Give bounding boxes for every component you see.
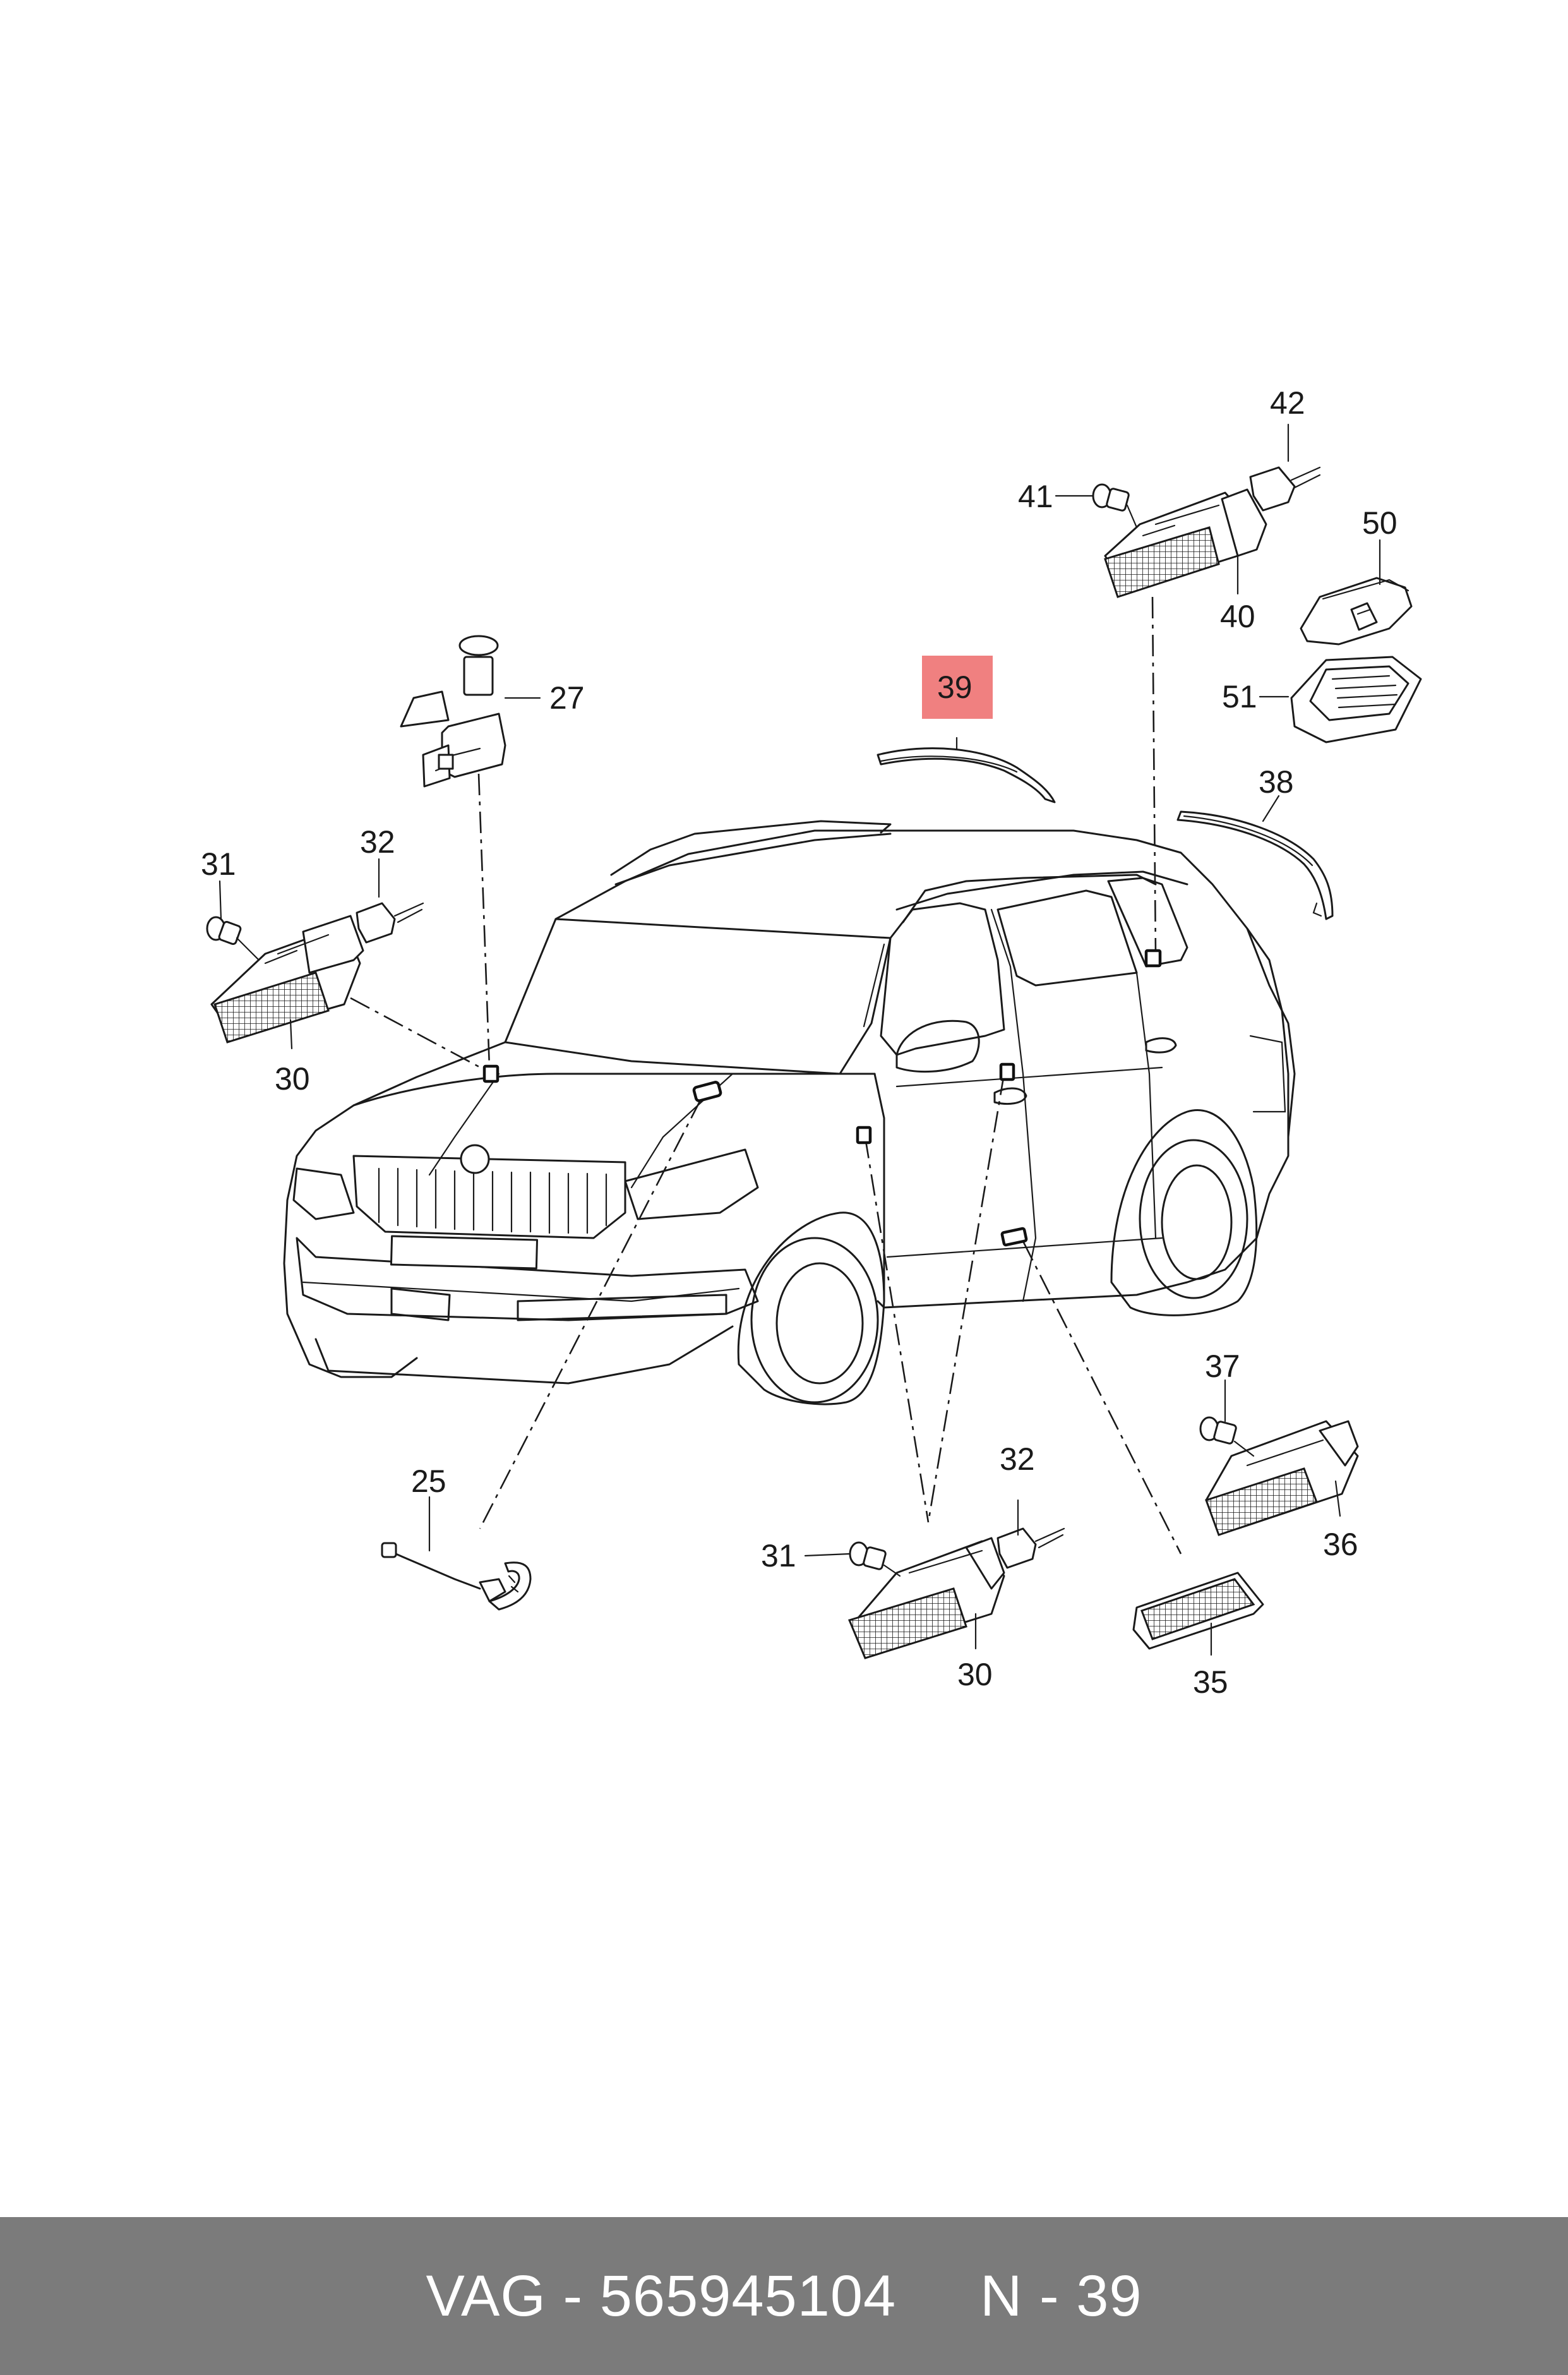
- label-51: 51: [1222, 679, 1257, 714]
- label-39: 39: [937, 670, 973, 705]
- part-51-holder-tray: [1290, 656, 1422, 743]
- part-number-footer: VAG - 565945104 N - 39: [0, 2217, 1568, 2375]
- footer-part-number: 565945104: [599, 2263, 897, 2328]
- label-50: 50: [1362, 505, 1397, 541]
- label-32-lower: 32: [1000, 1441, 1035, 1477]
- part-35-lamp-lens: [1132, 1572, 1264, 1650]
- label-35: 35: [1193, 1664, 1228, 1700]
- label-30-lower: 30: [957, 1657, 993, 1692]
- label-42: 42: [1270, 385, 1305, 421]
- part-32-connector-lower: [996, 1527, 1065, 1569]
- label-27: 27: [549, 680, 585, 716]
- highlight-box-39: [922, 656, 993, 719]
- part-42-connector-right: [1249, 466, 1321, 512]
- parts-diagram: 27 31 32 30 39 41 42 40 50 51 38 25 37 3…: [201, 385, 1422, 1700]
- part-37-bulb-rear: [1199, 1416, 1255, 1457]
- part-31-bulb-left: [206, 916, 260, 961]
- label-37: 37: [1205, 1349, 1240, 1384]
- part-50-key-fob: [1300, 577, 1413, 646]
- label-25: 25: [411, 1464, 446, 1499]
- vehicle-outline: [283, 820, 1296, 1405]
- part-30-entry-lamp-lower: [847, 1537, 1005, 1659]
- position-markers: [482, 949, 1162, 1247]
- part-40-lamp-right: [1104, 488, 1267, 598]
- label-31-upper: 31: [201, 846, 236, 882]
- part-labels: 27 31 32 30 39 41 42 40 50 51 38 25 37 3…: [201, 385, 1397, 1700]
- part-39-trim-strip: [877, 747, 1056, 803]
- footer-separator: -: [546, 2263, 600, 2328]
- part-36-lamp-rear: [1205, 1420, 1359, 1536]
- label-36: 36: [1323, 1527, 1358, 1562]
- label-41: 41: [1018, 479, 1053, 514]
- label-31-lower: 31: [761, 1538, 796, 1573]
- part-41-bulb-right: [1092, 483, 1138, 529]
- label-30-upper: 30: [275, 1061, 310, 1097]
- part-30-entry-lamp-left: [210, 915, 364, 1043]
- part-25-wiring-harness: [381, 1542, 532, 1611]
- label-ticks: [218, 423, 1381, 1656]
- footer-position-ref: N - 39: [980, 2263, 1142, 2328]
- part-32-connector-left: [356, 902, 424, 944]
- label-40: 40: [1220, 599, 1255, 634]
- part-31-bulb-lower: [849, 1541, 901, 1577]
- label-32-upper: 32: [360, 824, 395, 860]
- part-38-trim-strip: [1176, 810, 1334, 920]
- footer-gap: [896, 2263, 980, 2330]
- part-27-hood-contact-switch: [400, 635, 506, 788]
- footer-brand: VAG: [426, 2263, 546, 2328]
- leader-lines: [350, 596, 1182, 1554]
- label-38: 38: [1259, 764, 1294, 800]
